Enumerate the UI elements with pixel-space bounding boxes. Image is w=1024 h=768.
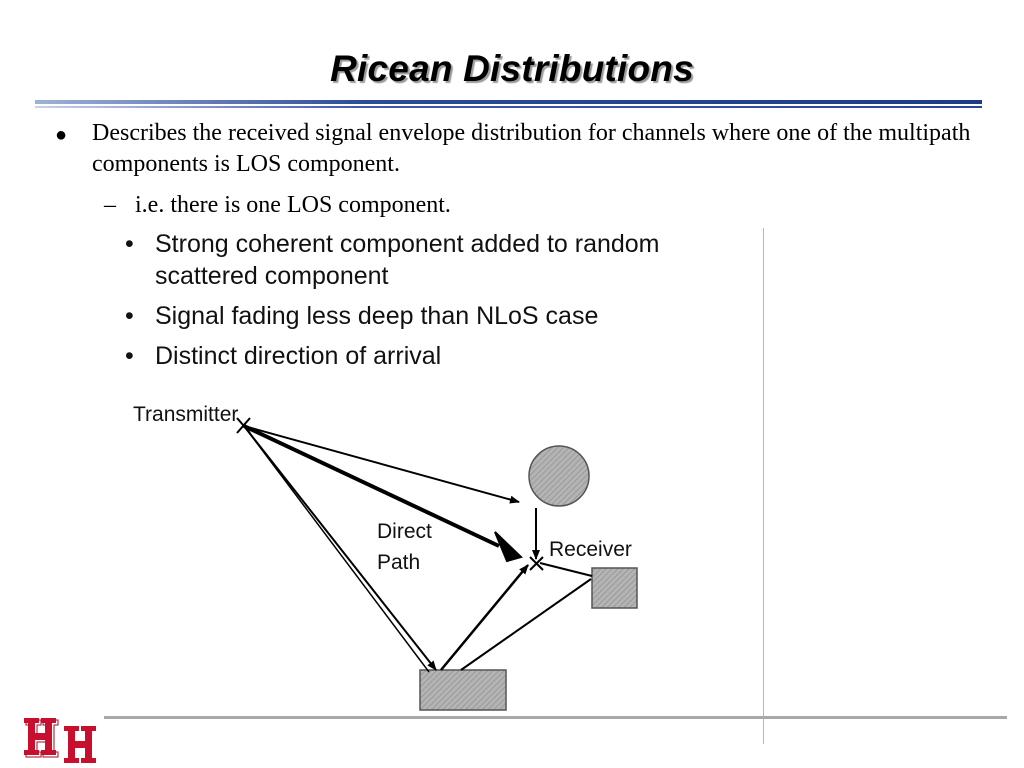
figure-item-text: Distinct direction of arrival — [155, 342, 442, 370]
direct-path-arrowhead — [494, 531, 523, 563]
figure-bullet-icon: • — [125, 230, 134, 258]
reflection-ground-to-receiver — [440, 564, 529, 671]
bullet-dot-icon: ● — [55, 124, 68, 146]
figure-bullet-icon: • — [125, 302, 134, 330]
figure-item-text: Strong coherent component added to rando… — [155, 230, 660, 258]
title-underline — [35, 100, 982, 109]
ricean-figure: • Strong coherent component added to ran… — [115, 228, 765, 744]
path-to-ground-1 — [243, 425, 437, 671]
figure-item-text: Signal fading less deep than NLoS case — [155, 302, 599, 330]
ground-reflector — [419, 669, 507, 711]
slide-title: Ricean Distributions — [330, 48, 694, 89]
sub-bullet-text: i.e. there is one LOS component. — [135, 192, 451, 218]
uh-logo-icon — [24, 718, 96, 763]
figure-item-text: scattered component — [155, 262, 389, 290]
direct-path-label-line2: Path — [377, 551, 420, 574]
direct-path-label-line1: Direct — [377, 520, 432, 543]
bullet-main-text: Describes the received signal envelope d… — [92, 120, 971, 177]
scatterer-circle — [528, 445, 590, 507]
sub-bullet-dash: – — [104, 192, 116, 218]
reflection-square-to-receiver — [539, 562, 593, 577]
direct-path-line — [243, 424, 500, 548]
scatterer-square — [591, 567, 638, 609]
footer-rule — [104, 716, 1007, 719]
multipath-diagram: Transmitter Direct Path Receiver — [133, 403, 638, 711]
reflection-ground-to-square — [460, 578, 592, 671]
figure-border — [763, 228, 764, 744]
path-to-circle — [243, 425, 520, 504]
transmitter-label: Transmitter — [133, 403, 238, 426]
figure-bullet-icon: • — [125, 342, 134, 370]
receiver-icon — [529, 556, 544, 571]
path-to-ground-2 — [243, 425, 430, 673]
receiver-label: Receiver — [549, 538, 632, 561]
